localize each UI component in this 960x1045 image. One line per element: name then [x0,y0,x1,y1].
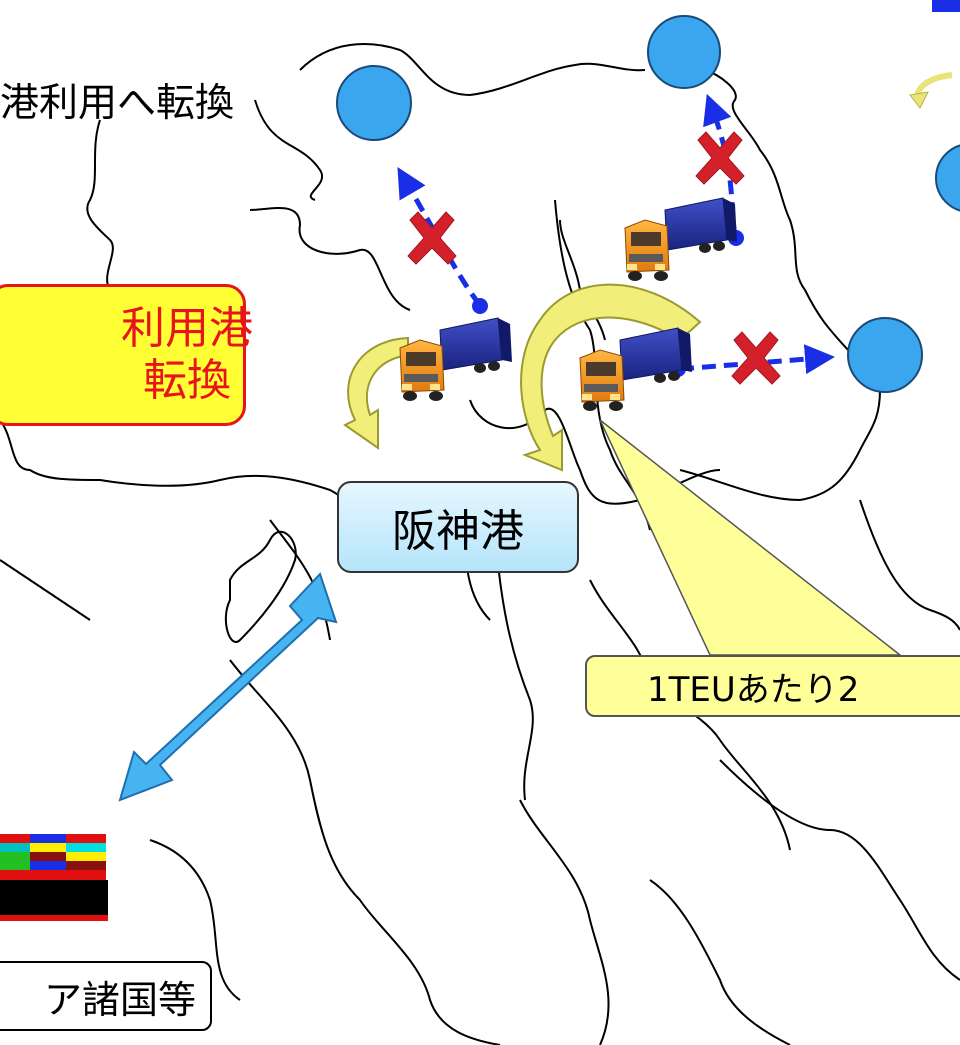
port-circle-icon [847,317,923,393]
double-arrow-icon [118,572,338,802]
curve-arrow [520,283,702,472]
truck-icon [399,317,513,402]
port-switch-box: 利用港 転換 [0,284,253,426]
route-line [397,167,482,307]
port-switch-line2: 転換 [143,355,231,406]
curve-arrow [343,336,409,450]
truck-icon [579,327,693,412]
ship-icon [0,834,108,921]
heading-fragment: 港利用へ転換 [0,81,235,126]
switch-arrows [343,283,702,472]
cross-icon [731,331,781,385]
asia-countries-label: ア諸国等 [0,961,212,1031]
port-circle-icon [647,15,721,89]
port-circle-icon [935,144,960,212]
port-circle-icon [336,65,412,141]
cross-icon [407,211,457,265]
legend-bar-fragment [932,0,960,12]
truck-icon [624,197,738,282]
hanshin-port-label: 阪神港 [337,481,579,573]
teu-callout: 1TEUあたり2 [585,655,960,717]
port-switch-line1: 利用港 [121,303,253,354]
callout-pointer [599,419,903,656]
port-circles [336,15,960,393]
